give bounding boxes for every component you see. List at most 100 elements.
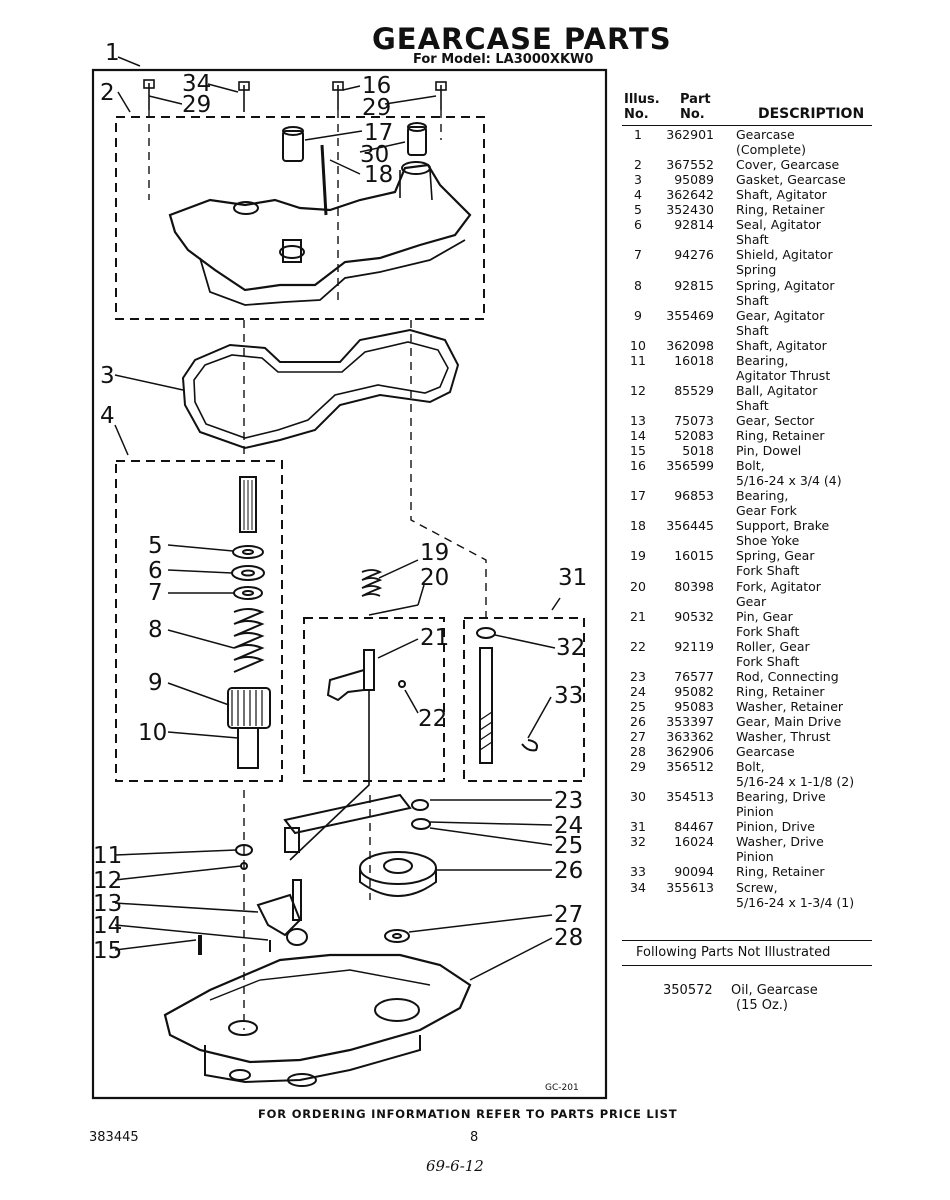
illus-number: 13 (630, 412, 646, 428)
part-description: Bearing, (736, 352, 789, 368)
part-description: Pinion (736, 849, 774, 865)
model-subtitle: For Model: LA3000XKW0 (413, 52, 594, 67)
callout-27: 27 (554, 902, 583, 928)
illus-number: 8 (634, 277, 642, 293)
callout-33: 33 (554, 683, 583, 709)
not-illustrated-rule (622, 940, 872, 941)
illus-number: 12 (630, 382, 646, 398)
part-description: Roller, Gear (736, 638, 810, 654)
illus-number: 2 (634, 157, 642, 173)
parts-row: (Complete) (624, 142, 874, 157)
part-number: 95089 (674, 172, 714, 188)
illus-number: 28 (630, 744, 646, 760)
part-number: 354513 (666, 789, 714, 805)
callout-6: 6 (148, 558, 163, 584)
illus-number: 7 (634, 247, 642, 263)
part-description: Cover, Gearcase (736, 157, 840, 173)
header-rule (622, 125, 872, 126)
part-number: 16015 (674, 548, 714, 564)
page-title: GEARCASE PARTS (372, 22, 672, 56)
illus-number: 4 (634, 187, 642, 203)
parts-row: Fork Shaft (624, 563, 874, 578)
part-description: Fork Shaft (736, 623, 800, 639)
illus-number: 1 (634, 127, 642, 142)
part-description: Seal, Agitator (736, 217, 821, 233)
illus-number: 25 (630, 698, 646, 714)
illus-number: 23 (630, 668, 646, 684)
callout-17: 17 (364, 120, 393, 146)
part-number: 95082 (674, 683, 714, 699)
parts-row: Fork Shaft (624, 624, 874, 639)
illus-number: 3 (634, 172, 642, 188)
document-number: 383445 (89, 1130, 139, 1145)
part-number: 80398 (674, 578, 714, 594)
oil-description: Oil, Gearcase (731, 983, 818, 998)
part-number: 355469 (666, 307, 714, 323)
part-number: 5018 (682, 443, 714, 459)
parts-row: 5/16-24 x 3/4 (4) (624, 473, 874, 488)
callout-15: 15 (93, 938, 122, 964)
header-description: DESCRIPTION (758, 106, 865, 122)
illus-number: 17 (630, 488, 646, 504)
illus-number: 32 (630, 834, 646, 850)
callout-29-left: 29 (182, 92, 211, 118)
part-description: Shaft (736, 232, 769, 248)
part-description: Pinion (736, 804, 774, 820)
part-number: 92119 (674, 638, 714, 654)
illus-number: 33 (630, 864, 646, 880)
part-number: 352430 (666, 202, 714, 218)
part-number: 76577 (674, 668, 714, 684)
oil-quantity: (15 Oz.) (736, 998, 789, 1013)
part-description: Fork Shaft (736, 653, 800, 669)
parts-row: Fork Shaft (624, 654, 874, 669)
part-description: Shaft, Agitator (736, 187, 827, 203)
part-number: 96853 (674, 488, 714, 504)
part-number: 85529 (674, 382, 714, 398)
illus-number: 21 (630, 608, 646, 624)
illus-number: 29 (630, 759, 646, 775)
part-number: 362901 (666, 127, 714, 142)
callout-25: 25 (554, 833, 583, 859)
illus-number: 20 (630, 578, 646, 594)
part-description: Screw, (736, 879, 778, 895)
header-part: Part No. (680, 92, 711, 122)
illus-number: 15 (630, 443, 646, 459)
parts-row: Gear (624, 594, 874, 609)
callout-3: 3 (100, 363, 115, 389)
callout-4: 4 (100, 403, 115, 429)
callout-28: 28 (554, 925, 583, 951)
part-description: Ring, Retainer (736, 202, 825, 218)
part-number: 16024 (674, 834, 714, 850)
illus-number: 24 (630, 683, 646, 699)
part-description: Washer, Retainer (736, 698, 844, 714)
part-number: 356445 (666, 518, 714, 534)
illus-number: 34 (630, 879, 646, 895)
part-number: 75073 (674, 412, 714, 428)
not-illustrated-heading: Following Parts Not Illustrated (636, 945, 831, 960)
callout-7: 7 (148, 580, 163, 606)
illus-number: 14 (630, 428, 646, 443)
header-illus: Illus. No. (624, 92, 660, 122)
callout-5: 5 (148, 533, 163, 559)
callout-29-right: 29 (362, 95, 391, 121)
callout-24: 24 (554, 813, 583, 839)
parts-row: Shoe Yoke (624, 533, 874, 548)
parts-row: Shaft (624, 293, 874, 308)
part-number: 52083 (674, 428, 714, 443)
not-illustrated-rule-2 (622, 965, 872, 966)
callout-31: 31 (558, 565, 587, 591)
handwritten-note: 69-6-12 (426, 1157, 484, 1175)
